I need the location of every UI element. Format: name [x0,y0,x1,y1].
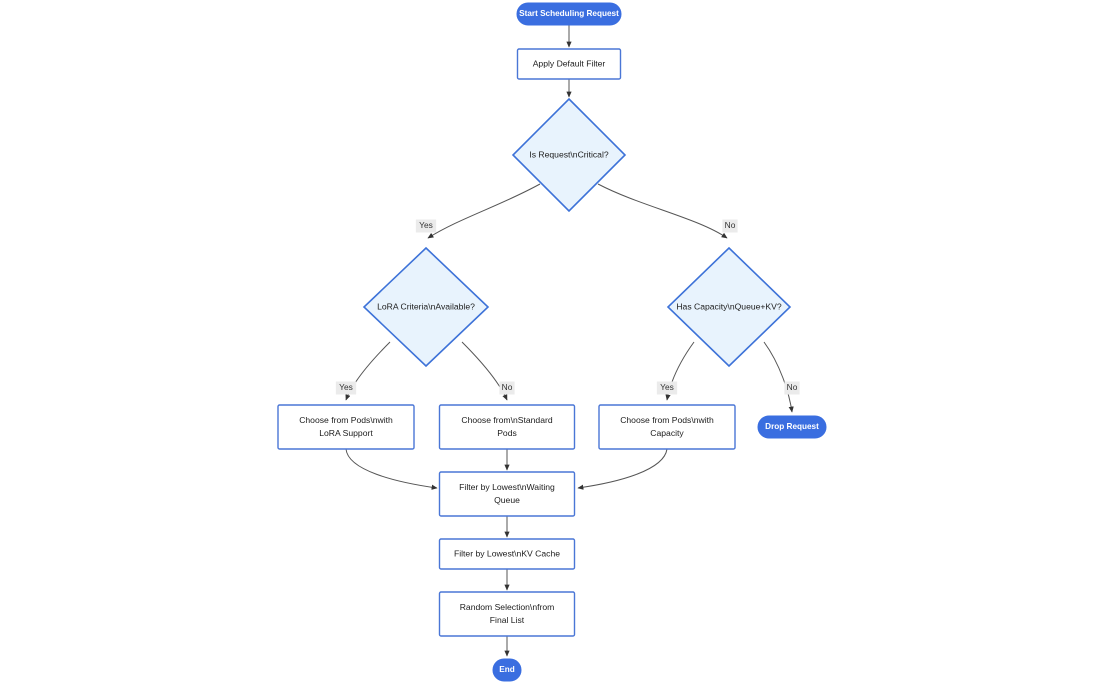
node-label-filter_queue: Queue [494,495,520,505]
edge-label-background [722,219,738,233]
edge-label-critical-no: No [722,219,738,233]
edge-label-capacity-yes: Yes [656,381,678,395]
node-label-start: Start Scheduling Request [519,9,619,18]
node-label-filter_kv: Filter by Lowest\nKV Cache [454,548,560,558]
node-shape-diamond [511,97,627,213]
node-label-pods_lora: LoRA Support [319,428,373,438]
edge-lora-to-pods_lora [345,341,391,401]
node-label-lora: LoRA Criteria\nAvailable? [377,301,475,311]
edge-critical-to-capacity [597,183,728,239]
node-shape-rect [516,48,622,80]
edge-pods_lora-to-filter_queue [345,448,438,490]
node-capacity[interactable]: Has Capacity\nQueue+KV? [666,246,792,368]
edge-capacity-to-drop [763,341,794,413]
node-label-drop: Drop Request [765,422,819,431]
edge-label-text: No [725,220,736,230]
edges-layer [345,25,794,657]
node-filter_kv[interactable]: Filter by Lowest\nKV Cache [438,538,576,570]
edge-label-background [415,219,437,233]
edge-capacity-to-pods_cap [665,341,695,401]
node-critical[interactable]: Is Request\nCritical? [511,97,627,213]
edge-pods_cap-to-filter_queue [577,448,668,490]
node-drop[interactable]: Drop Request [757,415,827,439]
edge-label-background [499,381,515,395]
edge-lora-to-pods_std [461,341,508,401]
node-shape-diamond [362,246,490,368]
node-shape-rect [438,404,576,450]
edge-label-text: Yes [339,382,353,392]
edge-label-lora-no: No [499,381,515,395]
node-label-critical: Is Request\nCritical? [529,149,609,159]
edge-critical-to-lora [427,183,541,239]
edge-label-text: Yes [660,382,674,392]
edge-label-capacity-no: No [784,381,800,395]
node-label-pods_lora: Choose from Pods\nwith [299,415,393,425]
edge-label-lora-yes: Yes [335,381,357,395]
node-shape-pill [757,415,827,439]
edge-label-critical-yes: Yes [415,219,437,233]
node-label-pods_std: Pods [497,428,517,438]
node-label-random: Final List [490,615,525,625]
edge-label-text: Yes [419,220,433,230]
node-shape-pill [516,2,622,26]
node-label-end: End [499,665,514,674]
node-label-apply: Apply Default Filter [533,58,606,68]
edge-label-background [656,381,678,395]
node-apply[interactable]: Apply Default Filter [516,48,622,80]
node-end[interactable]: End [492,658,522,682]
node-label-filter_queue: Filter by Lowest\nWaiting [459,482,555,492]
node-label-pods_cap: Choose from Pods\nwith [620,415,714,425]
edge-label-background [335,381,357,395]
node-label-pods_cap: Capacity [650,428,684,438]
edge-label-text: No [787,382,798,392]
node-shape-rect [438,538,576,570]
edge-label-text: No [502,382,513,392]
node-shape-pill [492,658,522,682]
node-shape-rect [598,404,736,450]
node-label-random: Random Selection\nfrom [460,602,555,612]
node-start[interactable]: Start Scheduling Request [516,2,622,26]
edge-label-background [784,381,800,395]
node-label-pods_std: Choose from\nStandard [461,415,552,425]
node-label-capacity: Has Capacity\nQueue+KV? [676,301,782,311]
node-shape-rect [438,471,576,517]
node-shape-rect [277,404,415,450]
node-shape-diamond [666,246,792,368]
node-shape-rect [438,591,576,637]
node-lora[interactable]: LoRA Criteria\nAvailable? [362,246,490,368]
